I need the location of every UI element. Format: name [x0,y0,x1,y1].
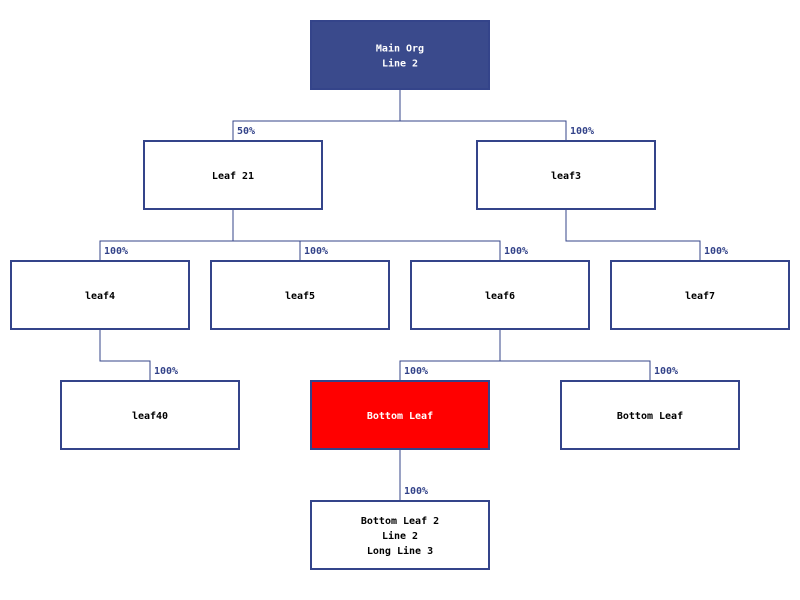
org-node-bottom-leaf-2[interactable]: Bottom Leaf 2 Line 2 Long Line 3 [310,500,490,570]
connector-line [232,89,401,141]
org-node-leaf6[interactable]: leaf6 [410,260,590,330]
node-label: Bottom Leaf [367,411,433,422]
node-label: Main Org [376,43,424,55]
node-label: leaf6 [485,291,515,302]
node-box [310,380,490,450]
node-label: leaf4 [85,291,115,302]
org-node-leaf5[interactable]: leaf5 [210,260,390,330]
org-node-leaf7[interactable]: leaf7 [610,260,790,330]
edge-label: 100% [404,486,428,497]
node-label: leaf3 [551,171,581,182]
node-label: Long Line 3 [367,545,433,557]
node-label: leaf40 [132,411,168,422]
org-node-leaf4[interactable]: leaf4 [10,260,190,330]
org-node-leaf40[interactable]: leaf40 [60,380,240,450]
node-box [610,260,790,330]
node-label: leaf5 [285,291,315,302]
edge-label: 100% [570,126,594,137]
node-label: leaf7 [685,291,715,302]
node-label: Line 2 [382,530,418,542]
org-node-leaf3[interactable]: leaf3 [476,140,656,210]
node-box [143,140,323,210]
edge-label: 100% [704,246,728,257]
edge-label: 100% [104,246,128,257]
node-label: Leaf 21 [212,171,254,182]
connector-line [399,89,567,141]
edge-label: 100% [304,246,328,257]
node-box [60,380,240,450]
node-box [310,20,490,90]
connector-line [565,209,701,261]
connector-line [499,329,651,381]
node-box [560,380,740,450]
org-node-leaf-21[interactable]: Leaf 21 [143,140,323,210]
edge-label: 100% [654,366,678,377]
edge-label: 100% [504,246,528,257]
node-box [10,260,190,330]
node-box [310,500,490,570]
edge-label: 100% [154,366,178,377]
node-box [410,260,590,330]
node-label: Bottom Leaf 2 [361,516,439,527]
node-box [476,140,656,210]
connector-line [232,209,301,261]
org-node-bottom-leaf[interactable]: Bottom Leaf [560,380,740,450]
edge-label: 100% [404,366,428,377]
node-label: Line 2 [382,58,418,70]
edge-label: 50% [237,126,255,137]
edges-layer: 50% 100% 100% 100% 100% 100% 100% 100% 100% 100% [99,89,728,501]
org-node-bottom-leaf-red[interactable]: Bottom Leaf [310,380,490,450]
node-label: Bottom Leaf [617,411,683,422]
node-box [210,260,390,330]
connector-line [232,209,501,261]
connector-line [99,329,151,381]
